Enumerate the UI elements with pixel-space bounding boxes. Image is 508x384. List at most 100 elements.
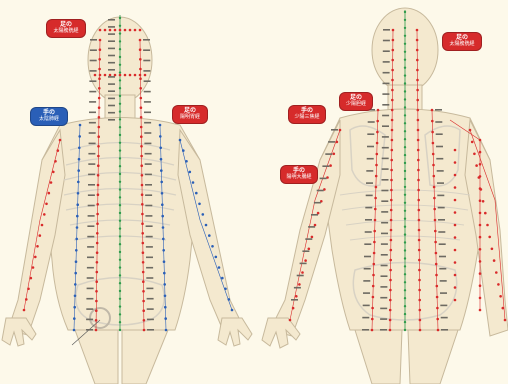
- acupoint-dot: [371, 318, 374, 321]
- acupoint-dot: [404, 265, 406, 267]
- acupoint-dot: [377, 109, 380, 112]
- point-label-glyphs: [438, 231, 445, 233]
- acupoint-dot: [434, 230, 437, 233]
- acupoint-dot: [224, 288, 227, 291]
- acupoint-dot: [141, 222, 144, 225]
- acupoint-dot: [504, 319, 507, 322]
- acupoint-dot: [376, 142, 379, 145]
- acupoint-dot: [431, 120, 434, 123]
- acupoint-dot: [77, 192, 80, 195]
- acupoint-dot: [404, 233, 406, 235]
- acupoint-dot: [433, 208, 436, 211]
- acupoint-dot: [417, 139, 420, 142]
- acupoint-dot: [454, 236, 457, 239]
- acupoint-dot: [119, 220, 121, 222]
- acupoint-dot: [375, 186, 378, 189]
- acupoint-dot: [96, 242, 99, 245]
- point-label-glyphs: [145, 163, 152, 165]
- point-label-glyphs: [381, 254, 388, 256]
- acupoint-dot: [436, 318, 439, 321]
- acupoint-dot: [124, 74, 127, 77]
- acupoint-dot: [109, 74, 112, 77]
- front-body-figure: [2, 15, 252, 384]
- acupoint-dot: [221, 277, 224, 280]
- acupoint-dot: [34, 256, 37, 259]
- label-hand-shaoyang-sanjiao-back: 手の 少陽三焦経: [288, 105, 326, 124]
- acupoint-dot: [416, 59, 419, 62]
- point-label-glyphs: [89, 132, 96, 134]
- point-label-glyphs: [108, 40, 115, 42]
- acupoint-dot: [295, 295, 298, 298]
- acupoint-dot: [376, 153, 379, 156]
- acupoint-dot: [433, 186, 436, 189]
- acupoint-dot: [141, 193, 144, 196]
- acupoint-dot: [502, 307, 505, 310]
- acupoint-dot: [404, 106, 406, 108]
- acupoint-dot: [159, 147, 162, 150]
- acupoint-dot: [97, 145, 100, 148]
- point-label-glyphs: [143, 49, 150, 51]
- acupoint-dot: [97, 184, 100, 187]
- acupoint-dot: [404, 90, 406, 92]
- acupoint-dot: [185, 160, 188, 163]
- point-label-glyphs: [381, 200, 388, 202]
- acupoint-dot: [404, 241, 406, 243]
- point-label-glyphs: [147, 329, 154, 331]
- point-label-glyphs: [294, 287, 301, 289]
- point-label-glyphs: [108, 26, 115, 28]
- label-foot-taiyang-bladder-front: 足の 太陽膀胱経: [46, 19, 86, 38]
- acupoint-dot: [479, 151, 482, 154]
- acupoint-dot: [96, 203, 99, 206]
- acupoint-dot: [392, 49, 395, 52]
- acupoint-dot: [404, 289, 406, 291]
- acupoint-dot: [336, 141, 339, 144]
- acupoint-dot: [454, 199, 457, 202]
- acupoint-dot: [374, 197, 377, 200]
- point-label-glyphs: [87, 246, 94, 248]
- point-label-glyphs: [320, 178, 327, 180]
- acupoint-dot: [119, 74, 122, 77]
- acupoint-dot: [389, 259, 392, 262]
- point-label-glyphs: [439, 243, 446, 245]
- acupoint-dot: [159, 135, 162, 138]
- point-label-glyphs: [365, 219, 372, 221]
- label-foot-taiyang-bladder-back: 足の 太陽膀胱経: [442, 32, 482, 51]
- acupoint-dot: [140, 155, 143, 158]
- point-label-glyphs: [291, 299, 298, 301]
- acupoint-dot: [142, 280, 145, 283]
- point-label-glyphs: [436, 146, 443, 148]
- acupoint-dot: [114, 29, 117, 32]
- point-label-glyphs: [308, 226, 315, 228]
- point-label-glyphs: [146, 277, 153, 279]
- acupoint-dot: [119, 305, 121, 307]
- acupoint-dot: [417, 149, 420, 152]
- acupoint-dot: [389, 309, 392, 312]
- point-label-glyphs: [108, 19, 115, 21]
- acupoint-dot: [141, 174, 144, 177]
- point-label-glyphs: [382, 104, 389, 106]
- point-label-glyphs: [441, 317, 448, 319]
- acupoint-dot: [119, 313, 121, 315]
- acupoint-dot: [454, 224, 457, 227]
- acupoint-dot: [404, 257, 406, 259]
- label-subtitle: 少陽三焦経: [293, 115, 321, 121]
- point-label-glyphs: [86, 298, 93, 300]
- acupoint-dot: [73, 306, 76, 309]
- label-subtitle: 陽明大腸経: [285, 175, 313, 181]
- acupoint-dot: [479, 260, 482, 263]
- acupoint-dot: [289, 319, 292, 322]
- acupoint-dot: [454, 249, 457, 252]
- acupoint-dot: [159, 124, 162, 127]
- point-label-glyphs: [322, 165, 329, 167]
- point-label-glyphs: [87, 288, 94, 290]
- point-label-glyphs: [440, 280, 447, 282]
- acupoint-dot: [179, 139, 182, 142]
- acupoint-dot: [141, 213, 144, 216]
- point-label-glyphs: [380, 286, 387, 288]
- acupoint-dot: [391, 99, 394, 102]
- point-label-glyphs: [108, 90, 115, 92]
- acupoint-dot: [375, 175, 378, 178]
- acupoint-dot: [389, 279, 392, 282]
- acupoint-dot: [211, 245, 214, 248]
